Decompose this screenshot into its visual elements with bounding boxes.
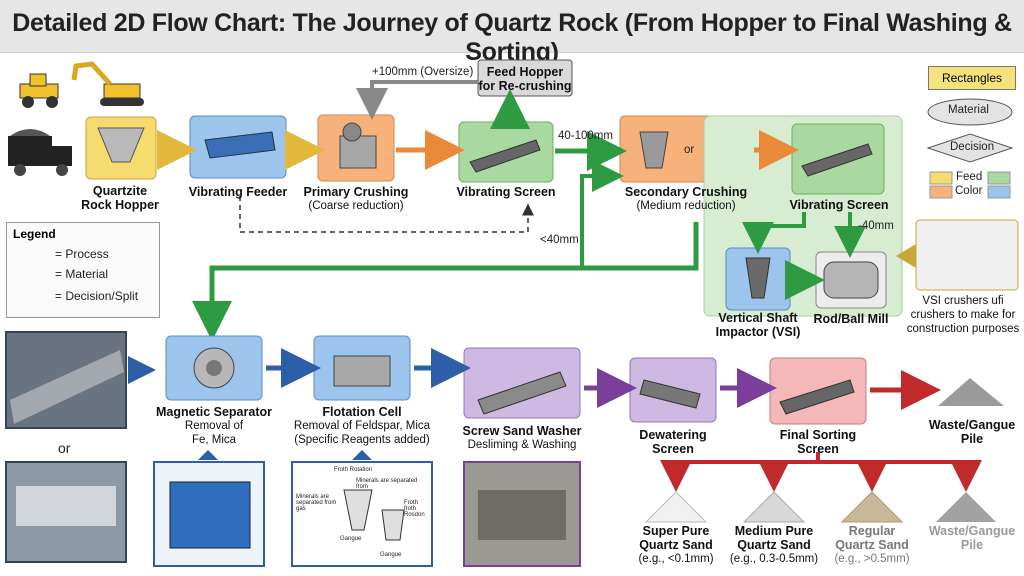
screen2-icon (801, 143, 873, 177)
secondary-label: Secondary Crushing(Medium reduction) (624, 185, 748, 212)
magnetic-photo-pointer (198, 450, 218, 460)
key-rectangles: Rectangles (928, 66, 1016, 90)
magnetic-icon (193, 347, 235, 389)
screen1-label: Vibrating Screen (456, 185, 556, 199)
key-feed: Feed (956, 171, 983, 183)
vsi-note-pointer (896, 244, 916, 268)
dewatering-icon (639, 379, 701, 409)
key-decision-shape (926, 133, 1014, 163)
inset-froth-rotation: Froth Rotation (334, 467, 373, 473)
vsi-icon (745, 257, 771, 299)
feeder-label: Vibrating Feeder (188, 185, 288, 199)
page-title: Detailed 2D Flow Chart: The Journey of Q… (12, 9, 1012, 66)
key-material-shape (927, 98, 1013, 126)
mill-label: Rod/Ball Mill (813, 312, 889, 326)
flotation-icon (333, 355, 391, 387)
feeder-icon (204, 131, 276, 159)
legend-title: Legend (13, 227, 56, 241)
photo-or: or (58, 440, 71, 456)
arrow-recycle-dashed (239, 196, 534, 233)
screen1-icon (469, 139, 541, 173)
washer-icon (477, 371, 567, 415)
super-pile (644, 491, 708, 523)
cone-crusher-icon (639, 131, 669, 169)
key-material: Material (948, 104, 989, 116)
primary-label: Primary Crushing(Coarse reduction) (303, 185, 409, 212)
key-color-orange (929, 185, 953, 199)
plant-photo (5, 461, 127, 563)
mid-size-label: 40-100mm (558, 130, 613, 142)
inset-separated-from: Minerals are separated from (356, 478, 418, 490)
waste1-pile (938, 378, 1004, 406)
conveyor-photo (5, 331, 127, 429)
flotation-inset-pointer (352, 450, 372, 460)
inset-separated-gas: Minerals are separated from gas (296, 494, 337, 512)
arrow-fine-bypass (580, 160, 624, 268)
legend-process: = Process (55, 247, 109, 261)
excavator-icon (71, 61, 144, 106)
arrow-screen2-vsi (742, 212, 806, 254)
secondary-or: or (684, 144, 695, 156)
key-feed-yellow (929, 171, 953, 185)
regular-pile (840, 491, 904, 523)
vsi-note-box (915, 219, 1019, 291)
oversize-label: +100mm (Oversize) (372, 66, 474, 78)
jaw-crusher-icon (339, 122, 377, 169)
inset-gangue-2: Gangue (380, 552, 402, 558)
medium-pile (742, 491, 806, 523)
inset-froth: Froth froth Rosdon (404, 500, 425, 518)
key-color: Color (955, 185, 983, 197)
key-color-blue (987, 185, 1011, 199)
minus40-label: -40mm (858, 220, 894, 232)
screen2-label: Vibrating Screen (789, 198, 889, 212)
legend-material: = Material (55, 267, 109, 281)
photo-pointer (128, 356, 156, 384)
legend-decision: = Decision/Split (55, 289, 139, 303)
loader-truck-icon (19, 73, 59, 108)
key-feed-green (987, 171, 1011, 185)
arrow-oversize-return (356, 80, 478, 120)
hopper-icon (97, 127, 145, 163)
mill-icon (823, 261, 879, 299)
inset-gangue-1: Gangue (340, 536, 362, 542)
title-bar (0, 0, 1024, 53)
final-icon (779, 379, 855, 415)
waste2-pile (936, 492, 996, 522)
legend: Legend = Process = Material = Decision/S… (6, 222, 160, 318)
key-decision: Decision (950, 141, 995, 153)
arrow-to-magnetic (192, 222, 699, 341)
fine-label: <40mm (540, 234, 579, 246)
dump-truck-icon (8, 129, 72, 176)
